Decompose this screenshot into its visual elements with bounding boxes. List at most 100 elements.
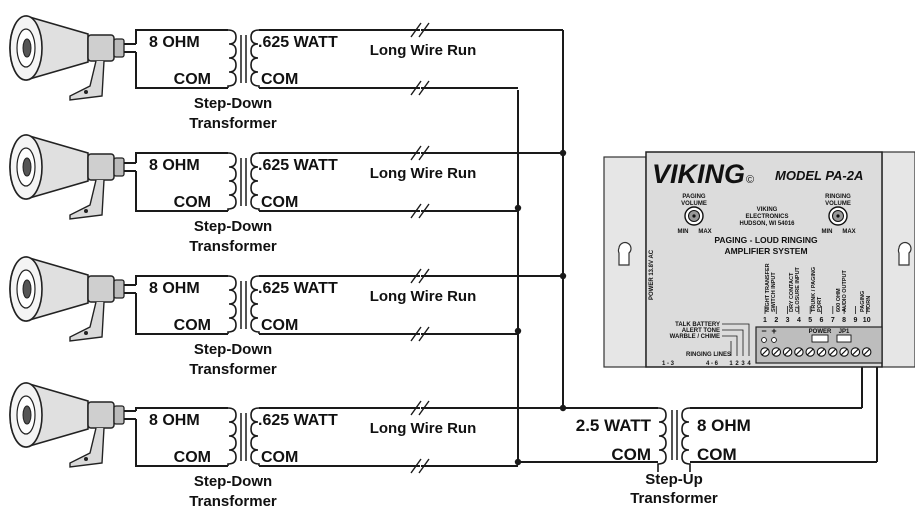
- terminal-number: 5: [808, 317, 812, 324]
- long-wire-run-label: Long Wire Run: [370, 420, 477, 437]
- bus-wires: [514, 30, 567, 466]
- terminal-label-dry-2: CLOSURE INPUT: [795, 266, 801, 312]
- plus-led-icon: [771, 337, 777, 343]
- terminal-label-horn-1: PAGING: [860, 291, 866, 312]
- terminal-screw-icon[interactable]: [850, 347, 861, 357]
- terminal-number: 1: [763, 317, 767, 324]
- dip-label-alert-tone: ALERT TONE: [682, 328, 720, 334]
- plus-sign: +: [771, 326, 776, 336]
- row-right-top-label: .625 WATT: [258, 412, 338, 429]
- terminal-screw-icon[interactable]: [816, 347, 827, 357]
- horn-speakers: [9, 15, 136, 468]
- maker-line-2: ELECTRONICS: [745, 214, 788, 220]
- paging-min-label: MIN: [678, 229, 689, 235]
- minus-sign: −: [761, 326, 766, 336]
- brand-logo: VIKING: [652, 159, 745, 189]
- step-up-caption-line2: Transformer: [630, 490, 718, 507]
- terminal-screw-icon[interactable]: [805, 347, 815, 357]
- maker-line-1: VIKING: [757, 207, 778, 213]
- dip-number-4: 4: [747, 361, 751, 367]
- row-left-top-label: 8 OHM: [149, 280, 200, 297]
- terminal-screw-icon[interactable]: [839, 347, 849, 357]
- terminal-function-labels: NIGHT TRANSFER SWITCH INPUT DRY CONTACT …: [765, 263, 872, 312]
- power-led-icon: [811, 334, 829, 343]
- terminal-screw-icon[interactable]: [782, 347, 793, 357]
- terminal-screw-icon[interactable]: [828, 347, 838, 357]
- terminal-number: 8: [842, 317, 846, 324]
- dip-leader-lines: [722, 323, 750, 356]
- ringing-volume-label-2: VOLUME: [825, 201, 851, 207]
- horn-speaker-icon: [9, 134, 136, 220]
- row-caption-line1: Step-Down: [194, 473, 272, 490]
- terminal-screw-icon[interactable]: [794, 347, 804, 357]
- row-left-top-label: 8 OHM: [149, 34, 200, 51]
- power-side-label: POWER 13.8V AC: [649, 249, 655, 300]
- terminal-screw-icon[interactable]: [861, 347, 872, 357]
- ringing-range-2: 4 - 6: [706, 361, 719, 367]
- ringing-lines-label: RINGING LINES: [686, 352, 731, 358]
- row-caption-line2: Transformer: [189, 493, 277, 510]
- long-wire-run-label: Long Wire Run: [370, 165, 477, 182]
- row-right-bottom-label: COM: [261, 449, 298, 466]
- system-title-line-2: AMPLIFIER SYSTEM: [724, 246, 807, 256]
- row-right-bottom-label: COM: [261, 71, 298, 88]
- row-left-bottom-label: COM: [174, 449, 211, 466]
- row-left-bottom-label: COM: [174, 317, 211, 334]
- terminal-label-night-2: SWITCH INPUT: [771, 272, 777, 312]
- row-left-bottom-label: COM: [174, 71, 211, 88]
- paging-volume-knob[interactable]: [684, 206, 704, 226]
- system-title-line-1: PAGING - LOUD RINGING: [714, 235, 818, 245]
- terminal-label-trunk-2: PORT: [817, 296, 823, 312]
- paging-max-label: MAX: [698, 229, 711, 235]
- row-caption-line2: Transformer: [189, 238, 277, 255]
- right-keyhole-icon: [897, 242, 912, 266]
- terminal-strip: [755, 326, 883, 364]
- step-up-right-bottom-label: COM: [697, 445, 737, 464]
- row-right-top-label: .625 WATT: [258, 34, 338, 51]
- step-up-transformer: 2.5 WATT COM 8 OHM COM Step-Up Transform…: [518, 356, 878, 507]
- row-right-top-label: .625 WATT: [258, 157, 338, 174]
- dip-label-warble-chime: WARBLE / CHIME: [670, 334, 720, 340]
- paging-volume-label-2: VOLUME: [681, 201, 707, 207]
- terminal-number: 10: [863, 317, 871, 324]
- dip-number-2: 2: [735, 361, 739, 367]
- model-label: MODEL PA-2A: [775, 168, 863, 183]
- row-right-top-label: .625 WATT: [258, 280, 338, 297]
- row-left-top-label: 8 OHM: [149, 412, 200, 429]
- terminal-number: 3: [786, 317, 790, 324]
- row-caption-line1: Step-Down: [194, 218, 272, 235]
- step-up-left-bottom-label: COM: [611, 445, 651, 464]
- ringing-volume-knob[interactable]: [828, 206, 848, 226]
- horn-speaker-icon: [9, 382, 136, 468]
- step-up-left-top-label: 2.5 WATT: [576, 416, 652, 435]
- terminal-number: 7: [831, 317, 835, 324]
- paging-volume-label-1: PAGING: [682, 194, 706, 200]
- row-right-bottom-label: COM: [261, 194, 298, 211]
- long-wire-run-label: Long Wire Run: [370, 42, 477, 59]
- amplifier-pa2a: VIKING © MODEL PA-2A PAGING VOLUME MIN M…: [603, 151, 915, 368]
- ringing-range-1: 1 - 3: [662, 361, 675, 367]
- dip-number-3: 3: [741, 361, 745, 367]
- horn-speaker-icon: [9, 15, 136, 101]
- row-left-top-label: 8 OHM: [149, 157, 200, 174]
- power-led-label: POWER: [809, 329, 832, 335]
- terminal-screw-icon[interactable]: [771, 347, 782, 357]
- terminal-label-night-1: NIGHT TRANSFER: [765, 263, 771, 312]
- ringing-max-label: MAX: [842, 229, 855, 235]
- dip-label-talk-battery: TALK BATTERY: [675, 322, 720, 328]
- maker-line-3: HUDSON, WI 54016: [739, 221, 795, 227]
- jp1-jumper-icon[interactable]: [836, 334, 852, 343]
- step-up-caption-line1: Step-Up: [645, 471, 703, 488]
- terminal-label-horn-2: HORN: [866, 296, 872, 312]
- terminal-number: 6: [820, 317, 824, 324]
- terminal-screw-icon[interactable]: [760, 347, 770, 357]
- minus-led-icon: [761, 337, 767, 343]
- terminal-label-600-1: 600 OHM: [836, 288, 842, 312]
- step-up-right-top-label: 8 OHM: [697, 416, 751, 435]
- jp1-label: JP1: [839, 329, 850, 335]
- dip-number-1: 1: [729, 361, 733, 367]
